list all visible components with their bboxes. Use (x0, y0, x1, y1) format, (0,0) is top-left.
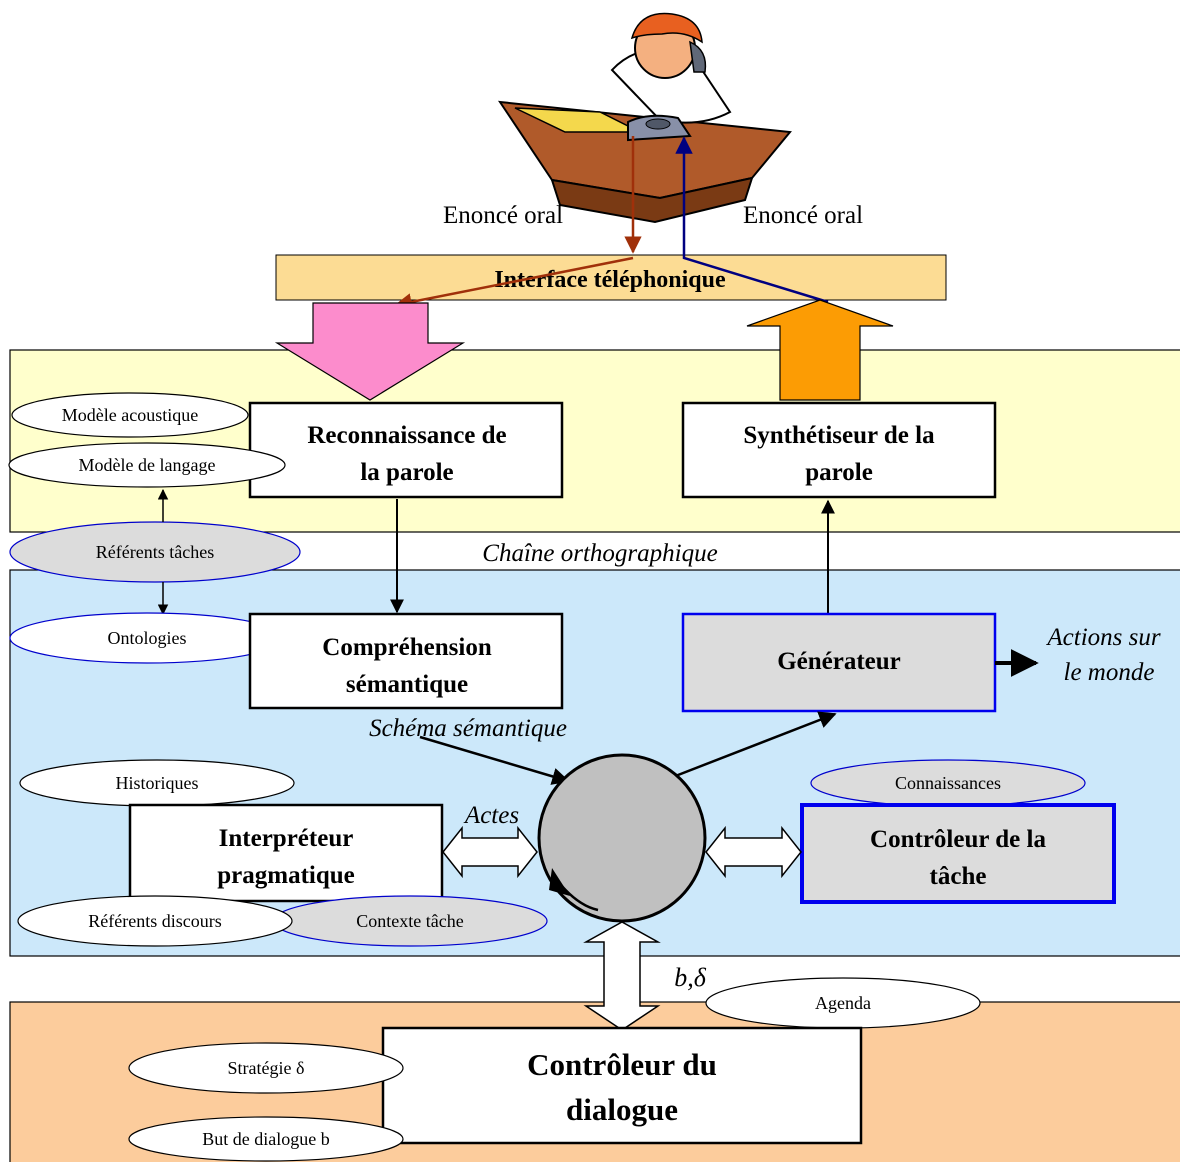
recognition-layer-band (9, 349, 1180, 533)
strategy-label: Stratégie δ (228, 1058, 305, 1078)
discourse-referents-ellipse (17, 895, 293, 947)
discourse-referents-label: Référents discours (88, 911, 221, 931)
task-referents-ellipse (9, 521, 301, 583)
history-label: Historiques (116, 773, 199, 793)
spoken-output-label: Enoncé oral (743, 202, 863, 229)
hub-to-generator-arrow (659, 711, 837, 784)
speech-recognition-line1: Reconnaissance de (307, 422, 506, 449)
telephone-user-illustration (497, 12, 792, 224)
orthographic-chain-label: Chaîne orthographique (482, 540, 717, 567)
hub-dialogue-double-arrow (583, 921, 661, 1031)
dialogue-controller-box (381, 1026, 863, 1145)
acts-label: Actes (463, 802, 519, 829)
b-delta-label: b,δ (674, 963, 707, 992)
semantic-understanding-box (248, 612, 564, 710)
task-controller-box (800, 803, 1116, 904)
pragmatic-interpreter-box (128, 803, 444, 903)
telephone-interface-label: Interface téléphonique (494, 267, 726, 293)
acoustic-model-ellipse (11, 392, 249, 438)
task-controller-line1: Contrôleur de la (870, 826, 1046, 853)
speech-synthesizer-box (681, 401, 997, 499)
speech-recognition-box (248, 401, 564, 499)
language-model-label: Modèle de langage (79, 455, 216, 475)
output-signal-arrow (675, 136, 829, 304)
hub-task-double-arrow (705, 825, 802, 879)
language-model-ellipse (8, 442, 286, 488)
generator-box (681, 612, 997, 713)
pink-down-arrow (274, 302, 466, 401)
strategy-ellipse (128, 1042, 404, 1094)
ontologies-label: Ontologies (108, 628, 187, 648)
knowledge-label: Connaissances (895, 773, 1001, 793)
pragmatic-interpreter-line1: Interpréteur (219, 825, 354, 852)
spoken-input-label: Enoncé oral (443, 202, 563, 229)
task-controller-line2: tâche (930, 863, 987, 890)
world-actions-line2: le monde (1064, 659, 1155, 686)
task-referents-label: Référents tâches (96, 542, 214, 562)
semantic-schema-label: Schéma sémantique (369, 715, 567, 742)
speech-synthesizer-line2: parole (805, 459, 873, 486)
input-to-recognizer-arrow (394, 256, 634, 311)
speech-recognition-line2: la parole (360, 459, 453, 486)
task-context-label: Contexte tâche (356, 911, 463, 931)
dialogue-controller-line1: Contrôleur du (527, 1047, 717, 1082)
orange-up-arrow (746, 299, 894, 401)
acoustic-model-label: Modèle acoustique (62, 405, 198, 425)
semantic-understanding-line2: sémantique (346, 671, 468, 698)
dialogue-goal-label: But de dialogue b (202, 1129, 329, 1149)
agenda-label: Agenda (815, 993, 871, 1013)
generator-label: Générateur (777, 648, 901, 675)
understanding-to-hub-arrow (419, 735, 570, 785)
interpreter-hub-double-arrow (442, 825, 538, 879)
dialogue-goal-ellipse (128, 1116, 404, 1162)
dialogue-controller-line2: dialogue (566, 1092, 678, 1127)
hub-loop-arrowhead (549, 868, 570, 896)
speech-synthesizer-line1: Synthétiseur de la (743, 422, 935, 449)
semantic-understanding-line1: Compréhension (322, 634, 492, 661)
pragmatic-interpreter-line2: pragmatique (217, 862, 355, 889)
world-actions-line1: Actions sur (1045, 624, 1160, 651)
dialogue-hub-circle (537, 753, 707, 923)
